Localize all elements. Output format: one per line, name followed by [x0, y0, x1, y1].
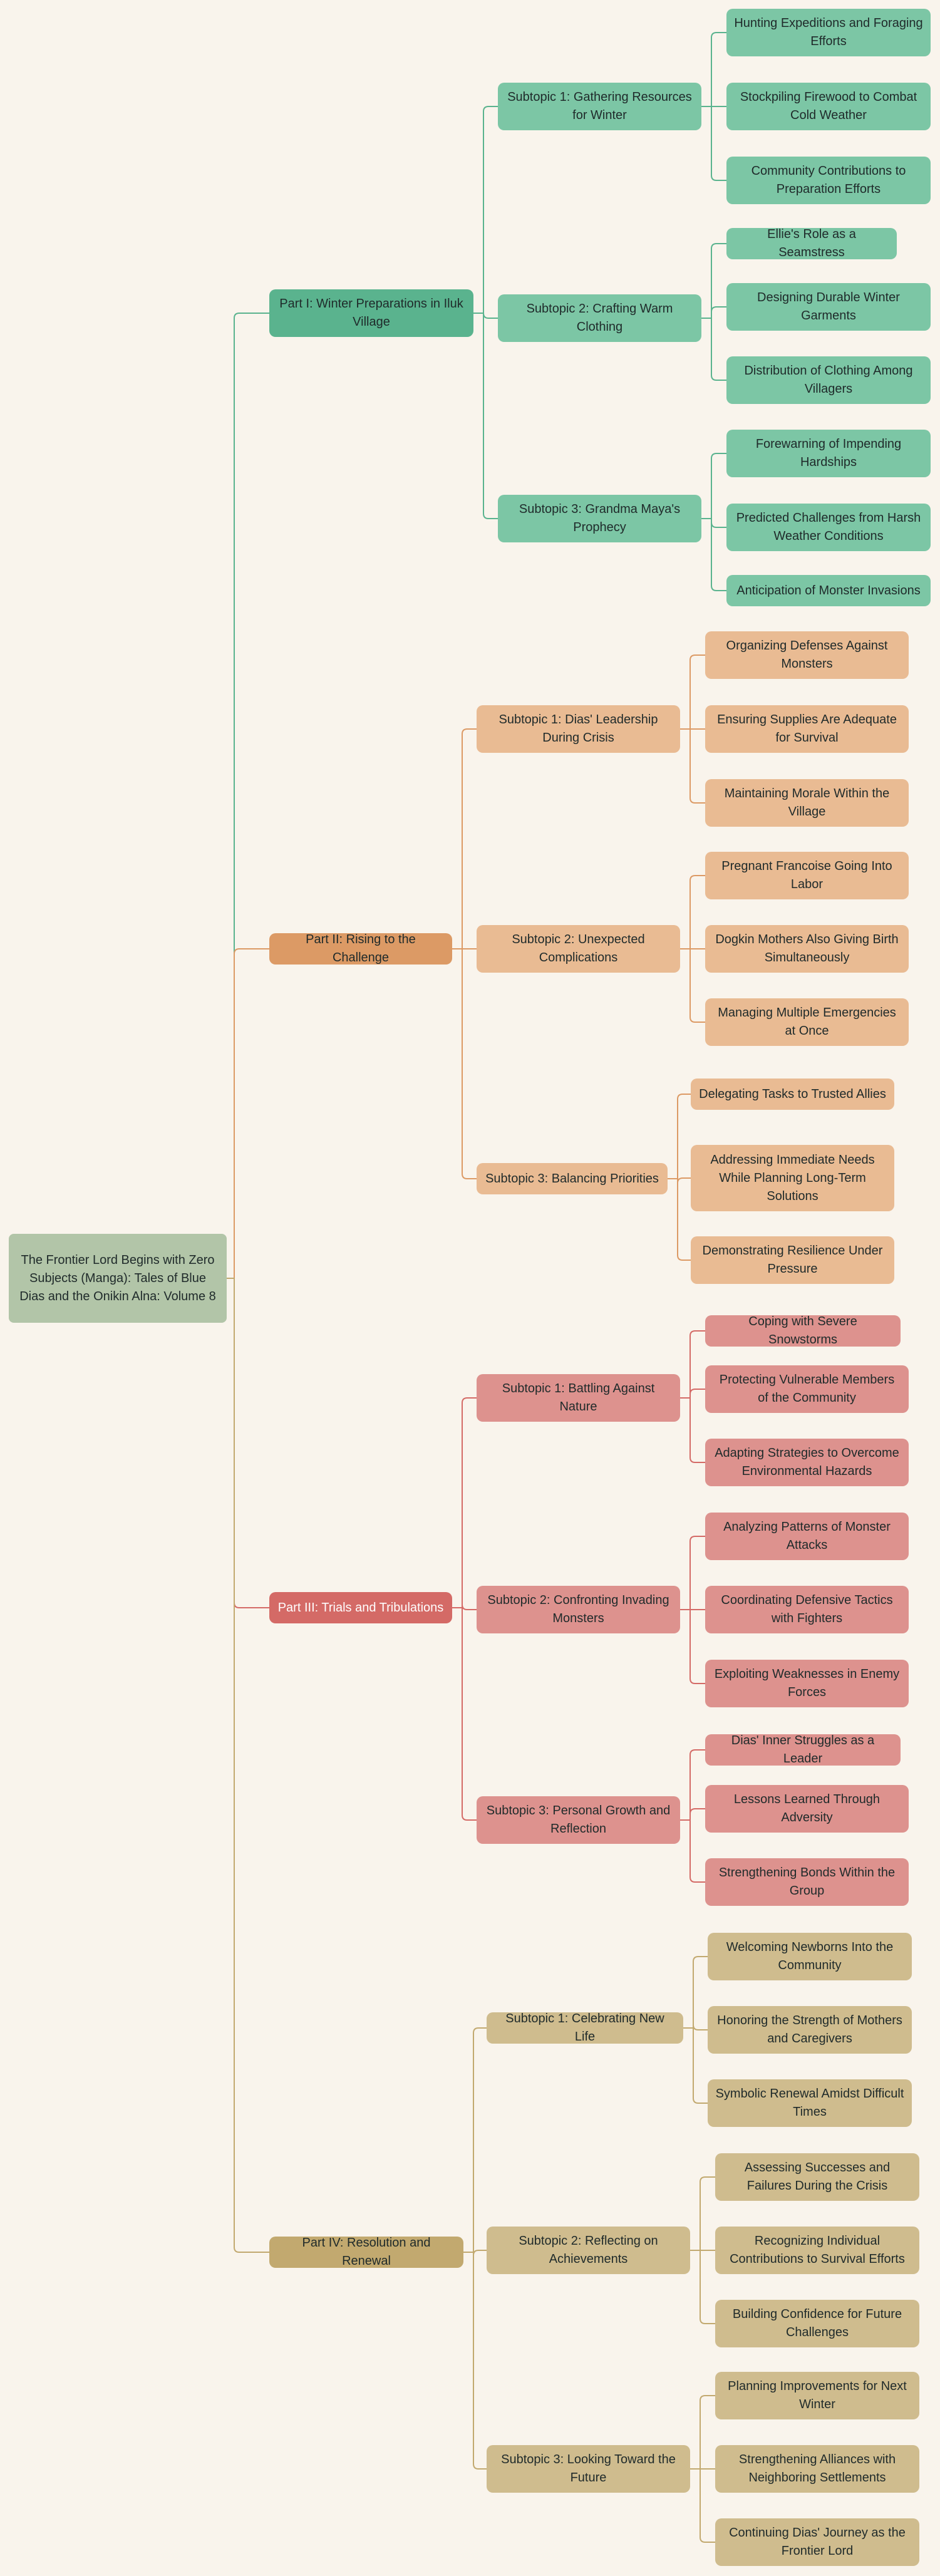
- edge-part-subtopic-4-3: [463, 2252, 487, 2470]
- leaf-node-delegating-tasks-to-trusted-allies[interactable]: Delegating Tasks to Trusted Allies: [691, 1079, 894, 1110]
- leaf-node-community-contributions-to-preparation-efforts[interactable]: Community Contributions to Preparation E…: [726, 157, 931, 204]
- edge-subtopic-leaf-1-3-3: [701, 518, 726, 591]
- edge-subtopic-leaf-1-2-1: [701, 243, 726, 319]
- leaf-node-coping-with-severe-snowstorms[interactable]: Coping with Severe Snowstorms: [705, 1315, 901, 1347]
- subtopic-node-4-3[interactable]: Subtopic 3: Looking Toward the Future: [487, 2445, 690, 2493]
- subtopic-node-3-3[interactable]: Subtopic 3: Personal Growth and Reflecti…: [477, 1796, 680, 1844]
- edge-subtopic-leaf-3-3-1: [680, 1749, 705, 1821]
- edge-subtopic-leaf-4-3-1: [690, 2395, 715, 2470]
- leaf-node-ellies-role-as-a-seamstress[interactable]: Ellie's Role as a Seamstress: [726, 227, 897, 259]
- edge-subtopic-leaf-1-2-2: [701, 306, 726, 319]
- part-node-3[interactable]: Part III: Trials and Tribulations: [269, 1592, 452, 1623]
- leaf-node-honoring-the-strength-of-mothers-and-caregivers[interactable]: Honoring the Strength of Mothers and Car…: [708, 2006, 912, 2054]
- leaf-node-organizing-defenses-against-monsters[interactable]: Organizing Defenses Against Monsters: [705, 631, 909, 679]
- leaf-node-protecting-vulnerable-members-of-the-community[interactable]: Protecting Vulnerable Members of the Com…: [705, 1365, 909, 1413]
- edge-subtopic-leaf-4-1-2: [683, 2024, 708, 2030]
- part-node-1[interactable]: Part I: Winter Preparations in Iluk Vill…: [269, 289, 473, 337]
- subtopic-node-1-3[interactable]: Subtopic 3: Grandma Maya's Prophecy: [498, 495, 701, 542]
- edge-part-subtopic-3-1: [452, 1397, 477, 1608]
- subtopic-node-1-1[interactable]: Subtopic 1: Gathering Resources for Wint…: [498, 83, 701, 130]
- edge-subtopic-leaf-2-2-3: [680, 948, 705, 1023]
- leaf-node-adapting-strategies-to-overcome-environmental-ha[interactable]: Adapting Strategies to Overcome Environm…: [705, 1439, 909, 1486]
- edge-subtopic-leaf-4-1-3: [683, 2027, 708, 2104]
- edge-part-subtopic-2-1: [452, 728, 477, 949]
- leaf-node-planning-improvements-for-next-winter[interactable]: Planning Improvements for Next Winter: [715, 2372, 919, 2419]
- edge-subtopic-leaf-1-1-1: [701, 32, 726, 107]
- edge-subtopic-leaf-1-3-1: [701, 453, 726, 519]
- leaf-node-strengthening-bonds-within-the-group[interactable]: Strengthening Bonds Within the Group: [705, 1858, 909, 1906]
- edge-subtopic-leaf-2-3-1: [668, 1094, 691, 1179]
- leaf-node-assessing-successes-and-failures-during-the-cris[interactable]: Assessing Successes and Failures During …: [715, 2153, 919, 2201]
- part-node-2[interactable]: Part II: Rising to the Challenge: [269, 933, 452, 965]
- leaf-node-exploiting-weaknesses-in-enemy-forces[interactable]: Exploiting Weaknesses in Enemy Forces: [705, 1660, 909, 1707]
- edge-subtopic-leaf-1-1-3: [701, 106, 726, 181]
- leaf-node-stockpiling-firewood-to-combat-cold-weather[interactable]: Stockpiling Firewood to Combat Cold Weat…: [726, 83, 931, 130]
- subtopic-node-2-1[interactable]: Subtopic 1: Dias' Leadership During Cris…: [477, 705, 680, 753]
- leaf-node-analyzing-patterns-of-monster-attacks[interactable]: Analyzing Patterns of Monster Attacks: [705, 1513, 909, 1560]
- edge-subtopic-leaf-3-1-1: [680, 1330, 705, 1399]
- edge-subtopic-leaf-4-3-3: [690, 2468, 715, 2543]
- leaf-node-building-confidence-for-future-challenges[interactable]: Building Confidence for Future Challenge…: [715, 2300, 919, 2347]
- edge-part-subtopic-4-2: [463, 2250, 487, 2256]
- leaf-node-anticipation-of-monster-invasions[interactable]: Anticipation of Monster Invasions: [726, 575, 931, 606]
- edge-part-subtopic-1-2: [473, 313, 498, 319]
- leaf-node-dogkin-mothers-also-giving-birth-simultaneously[interactable]: Dogkin Mothers Also Giving Birth Simulta…: [705, 925, 909, 973]
- leaf-node-distribution-of-clothing-among-villagers[interactable]: Distribution of Clothing Among Villagers: [726, 356, 931, 404]
- edge-subtopic-leaf-2-1-3: [680, 728, 705, 804]
- edge-subtopic-leaf-2-2-1: [680, 875, 705, 949]
- edge-root-part-3: [227, 1278, 269, 1608]
- edge-part-subtopic-4-1: [463, 2027, 487, 2253]
- part-node-4[interactable]: Part IV: Resolution and Renewal: [269, 2236, 463, 2268]
- leaf-node-dias-inner-struggles-as-a-leader[interactable]: Dias' Inner Struggles as a Leader: [705, 1734, 901, 1766]
- leaf-node-hunting-expeditions-and-foraging-efforts[interactable]: Hunting Expeditions and Foraging Efforts: [726, 9, 931, 56]
- subtopic-node-2-2[interactable]: Subtopic 2: Unexpected Complications: [477, 925, 680, 973]
- leaf-node-recognizing-individual-contributions-to-survival[interactable]: Recognizing Individual Contributions to …: [715, 2227, 919, 2274]
- subtopic-node-1-2[interactable]: Subtopic 2: Crafting Warm Clothing: [498, 294, 701, 342]
- edge-subtopic-leaf-2-3-2: [668, 1177, 691, 1184]
- edge-part-subtopic-3-3: [452, 1607, 477, 1821]
- edge-root-part-4: [227, 1278, 269, 2253]
- leaf-node-strengthening-alliances-with-neighboring-settlem[interactable]: Strengthening Alliances with Neighboring…: [715, 2445, 919, 2493]
- leaf-node-lessons-learned-through-adversity[interactable]: Lessons Learned Through Adversity: [705, 1785, 909, 1833]
- edge-subtopic-leaf-2-3-3: [668, 1178, 691, 1261]
- edge-subtopic-leaf-4-1-1: [683, 1956, 708, 2029]
- leaf-node-continuing-dias-journey-as-the-frontier-lord[interactable]: Continuing Dias' Journey as the Frontier…: [715, 2518, 919, 2566]
- leaf-node-welcoming-newborns-into-the-community[interactable]: Welcoming Newborns Into the Community: [708, 1933, 912, 1980]
- edge-subtopic-leaf-4-2-3: [690, 2250, 715, 2324]
- leaf-node-maintaining-morale-within-the-village[interactable]: Maintaining Morale Within the Village: [705, 779, 909, 827]
- edge-part-subtopic-3-2: [452, 1604, 477, 1610]
- edge-subtopic-leaf-3-3-2: [680, 1808, 705, 1821]
- subtopic-node-4-1[interactable]: Subtopic 1: Celebrating New Life: [487, 2012, 683, 2044]
- edge-part-subtopic-1-3: [473, 313, 498, 519]
- leaf-node-designing-durable-winter-garments[interactable]: Designing Durable Winter Garments: [726, 283, 931, 331]
- edge-subtopic-leaf-2-1-1: [680, 654, 705, 730]
- edge-part-subtopic-1-1: [473, 106, 498, 314]
- leaf-node-coordinating-defensive-tactics-with-fighters[interactable]: Coordinating Defensive Tactics with Figh…: [705, 1586, 909, 1633]
- leaf-node-predicted-challenges-from-harsh-weather-conditio[interactable]: Predicted Challenges from Harsh Weather …: [726, 504, 931, 551]
- leaf-node-pregnant-francoise-going-into-labor[interactable]: Pregnant Francoise Going Into Labor: [705, 852, 909, 899]
- leaf-node-symbolic-renewal-amidst-difficult-times[interactable]: Symbolic Renewal Amidst Difficult Times: [708, 2079, 912, 2127]
- root-node[interactable]: The Frontier Lord Begins with Zero Subje…: [9, 1234, 227, 1323]
- edge-subtopic-leaf-3-2-1: [680, 1536, 705, 1610]
- edge-subtopic-leaf-1-2-3: [701, 318, 726, 381]
- edge-subtopic-leaf-3-3-3: [680, 1819, 705, 1883]
- leaf-node-forewarning-of-impending-hardships[interactable]: Forewarning of Impending Hardships: [726, 430, 931, 477]
- subtopic-node-3-1[interactable]: Subtopic 1: Battling Against Nature: [477, 1374, 680, 1422]
- edge-root-part-1: [227, 313, 269, 1279]
- leaf-node-managing-multiple-emergencies-at-once[interactable]: Managing Multiple Emergencies at Once: [705, 998, 909, 1046]
- subtopic-node-4-2[interactable]: Subtopic 2: Reflecting on Achievements: [487, 2227, 690, 2274]
- leaf-node-addressing-immediate-needs-while-planning-long-t[interactable]: Addressing Immediate Needs While Plannin…: [691, 1145, 894, 1211]
- edge-subtopic-leaf-3-1-2: [680, 1389, 705, 1399]
- edge-subtopic-leaf-1-3-2: [701, 518, 726, 528]
- edge-subtopic-leaf-4-2-1: [690, 2176, 715, 2251]
- subtopic-node-3-2[interactable]: Subtopic 2: Confronting Invading Monster…: [477, 1586, 680, 1633]
- leaf-node-ensuring-supplies-are-adequate-for-survival[interactable]: Ensuring Supplies Are Adequate for Survi…: [705, 705, 909, 753]
- edge-subtopic-leaf-3-1-3: [680, 1397, 705, 1463]
- edge-root-part-2: [227, 948, 269, 1279]
- edge-part-subtopic-2-3: [452, 948, 477, 1179]
- edge-subtopic-leaf-3-2-3: [680, 1609, 705, 1684]
- subtopic-node-2-3[interactable]: Subtopic 3: Balancing Priorities: [477, 1163, 668, 1194]
- leaf-node-demonstrating-resilience-under-pressure[interactable]: Demonstrating Resilience Under Pressure: [691, 1236, 894, 1284]
